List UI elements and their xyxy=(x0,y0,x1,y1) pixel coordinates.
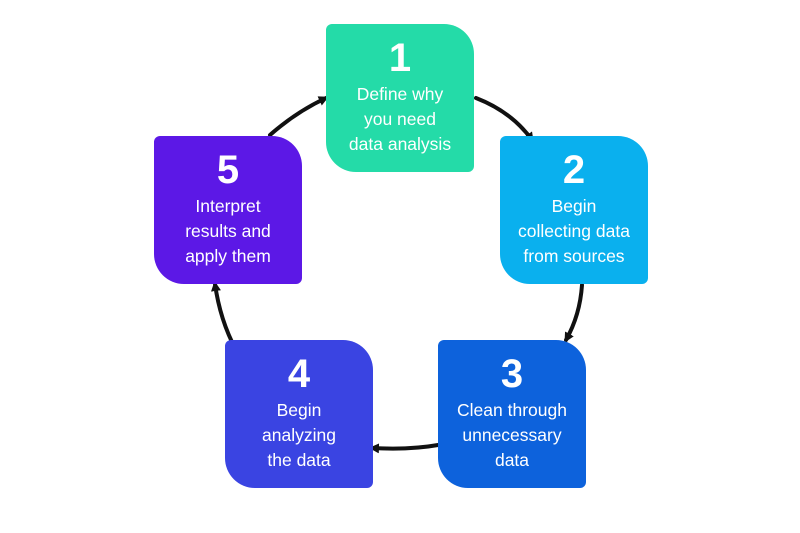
step-4-box: 4 Begin analyzing the data xyxy=(225,340,373,488)
step-1-text-line: Define why xyxy=(356,84,444,104)
step-5-box: 5 Interpret results and apply them xyxy=(154,136,302,284)
arrow-2-to-3 xyxy=(564,283,584,343)
step-1-text-line: you need xyxy=(363,109,436,129)
step-4-text-line: Begin xyxy=(276,400,322,420)
step-5-text-line: apply them xyxy=(185,246,271,266)
arrow-5-to-1 xyxy=(268,96,329,137)
step-2-text-line: collecting data xyxy=(518,221,630,241)
step-3-number: 3 xyxy=(500,352,524,396)
step-5-text-line: Interpret xyxy=(195,196,261,216)
step-3-text-line: data xyxy=(494,450,530,470)
step-2-box: 2 Begin collecting data from sources xyxy=(500,136,648,284)
step-4-text-line: the data xyxy=(267,450,331,470)
step-4-text-line: analyzing xyxy=(262,425,336,445)
step-3-text-line: unnecessary xyxy=(462,425,562,445)
step-4-number: 4 xyxy=(287,352,311,396)
step-2-text-line: from sources xyxy=(523,246,625,266)
step-1-box: 1 Define why you need data analysis xyxy=(326,24,474,172)
step-3-box: 3 Clean through unnecessary data xyxy=(438,340,586,488)
step-3-text-line: Clean through xyxy=(457,400,567,420)
step-2-number: 2 xyxy=(562,148,586,192)
step-1-number: 1 xyxy=(388,36,412,80)
step-2-text-line: Begin xyxy=(551,196,597,216)
arrow-3-to-4 xyxy=(369,443,440,454)
step-1-text-line: data analysis xyxy=(348,134,452,154)
step-5-number: 5 xyxy=(216,148,240,192)
step-5-text-line: results and xyxy=(185,221,271,241)
arrow-1-to-2 xyxy=(474,96,534,143)
